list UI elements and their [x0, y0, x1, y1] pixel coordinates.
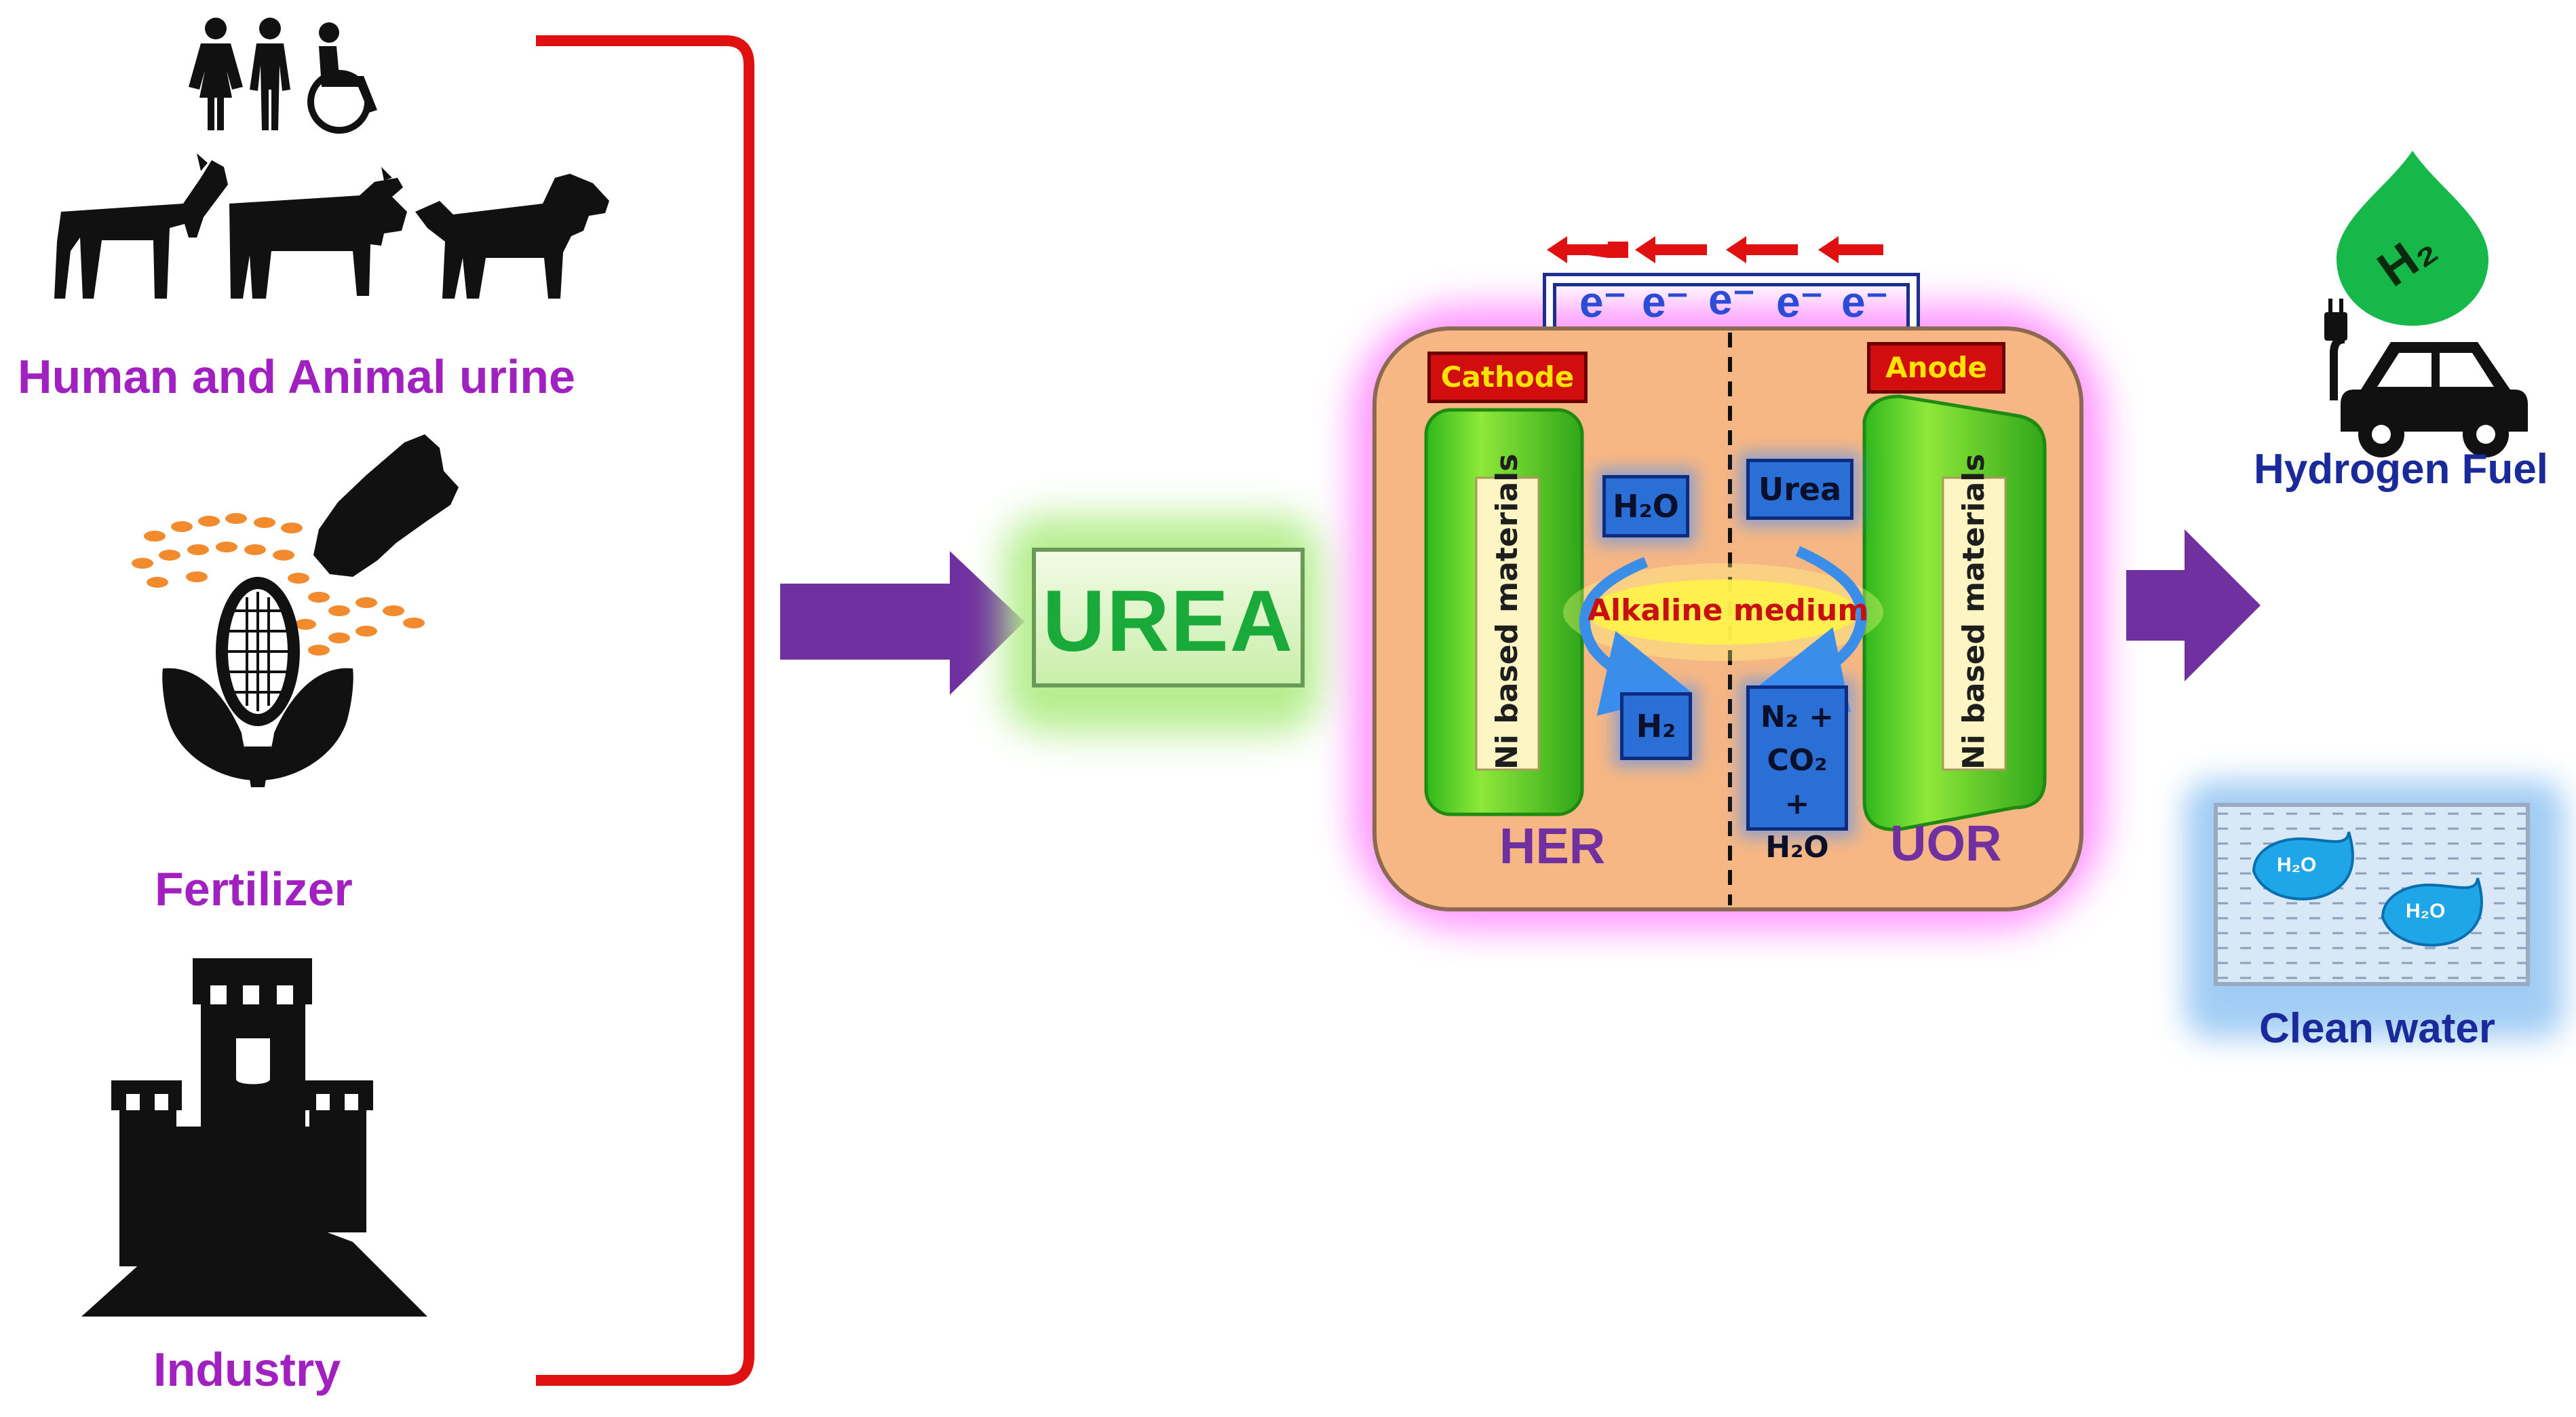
bracket-line: [536, 35, 754, 1386]
uor-products-box: N₂ + CO₂ + H₂O: [1746, 685, 1848, 865]
fertilizer-corn-icon: [132, 434, 459, 787]
castle-icon: [81, 958, 427, 1317]
animal-icons: [54, 153, 609, 299]
urea-reactant-box: Urea: [1746, 459, 1853, 520]
urea-box: [1032, 548, 1305, 687]
electron-flow-arrows: [1547, 236, 1883, 263]
fertilizer-label: Fertilizer: [155, 863, 353, 915]
car-plug-icon: [2324, 299, 2528, 457]
medium-label: Alkaline medium: [1588, 593, 1869, 628]
h2-drop-icon: [2337, 151, 2488, 326]
water-drop-label: H₂O: [2277, 854, 2317, 876]
water-drop-label-2: H₂O: [2406, 900, 2446, 922]
clean-water-label: Clean water: [2259, 1005, 2496, 1052]
urine-label: Human and Animal urine: [18, 350, 575, 403]
electron-label: e⁻: [1841, 278, 1889, 326]
urea-label: UREA: [1042, 573, 1294, 670]
flow-arrow-2: [2126, 529, 2261, 681]
electron-label: e⁻: [1642, 278, 1689, 326]
her-curve-arrow: [1579, 556, 1691, 716]
her-label: HER: [1499, 818, 1606, 874]
industry-label: Industry: [153, 1343, 341, 1396]
flow-arrow-1: [780, 551, 1024, 695]
uor-product-line: CO₂ +: [1767, 743, 1828, 821]
cathode-label: Cathode: [1427, 352, 1588, 403]
h2o-reactant-box: H₂O: [1602, 475, 1689, 537]
water-drop-icon-2: [2381, 877, 2483, 947]
electron-label: e⁻: [1776, 278, 1824, 326]
water-drop-icon: [2252, 831, 2354, 901]
anode-material-label: Ni based materials: [1957, 453, 1991, 770]
hydrogen-fuel-label: Hydrogen Fuel: [2254, 446, 2549, 493]
h2-product-box: H₂: [1620, 692, 1692, 760]
electron-label: e⁻: [1579, 278, 1627, 326]
person-icons: [189, 18, 377, 134]
uor-product-line: N₂ +: [1760, 700, 1834, 734]
electron-label: e⁻: [1708, 275, 1756, 324]
anode-label: Anode: [1867, 342, 2005, 394]
uor-curve-arrow: [1756, 546, 1867, 713]
uor-label: UOR: [1890, 815, 2002, 871]
uor-product-line: H₂O: [1765, 830, 1829, 865]
cathode-material-label: Ni based materials: [1490, 453, 1524, 770]
